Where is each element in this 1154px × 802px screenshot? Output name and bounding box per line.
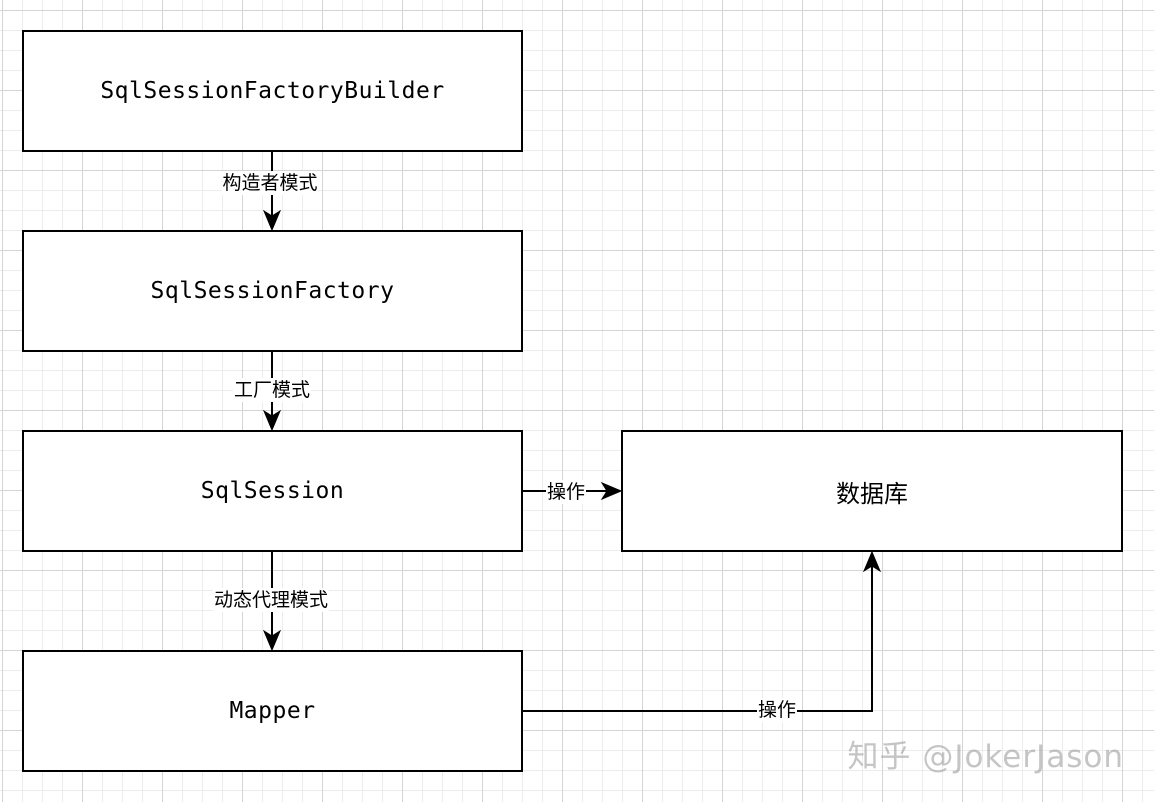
edge-label-factory-session: 工厂模式: [232, 378, 312, 402]
node-database[interactable]: 数据库: [621, 430, 1123, 552]
node-sqlsessionfactorybuilder[interactable]: SqlSessionFactoryBuilder: [22, 30, 523, 152]
node-label: Mapper: [229, 698, 316, 724]
edge-mapper-database: [523, 566, 873, 712]
arrowhead-factory-session: [262, 409, 282, 432]
node-label: SqlSessionFactoryBuilder: [100, 78, 445, 104]
edge-label-mapper-database: 操作: [756, 698, 798, 722]
node-label: SqlSession: [200, 478, 345, 504]
node-sqlsession[interactable]: SqlSession: [22, 430, 523, 552]
edge-label-session-database: 操作: [545, 480, 587, 504]
arrowhead-session-database: [600, 481, 623, 501]
arrowhead-mapper-database: [862, 550, 882, 573]
arrowhead-session-mapper: [262, 629, 282, 652]
watermark: 知乎 @JokerJason: [847, 739, 1124, 775]
edge-label-builder-factory: 构造者模式: [221, 171, 319, 195]
node-mapper[interactable]: Mapper: [22, 650, 523, 772]
node-sqlsessionfactory[interactable]: SqlSessionFactory: [22, 230, 523, 352]
arrowhead-builder-factory: [262, 209, 282, 232]
edge-label-session-mapper: 动态代理模式: [212, 588, 330, 612]
node-label: SqlSessionFactory: [150, 278, 395, 304]
node-label: 数据库: [836, 479, 908, 508]
